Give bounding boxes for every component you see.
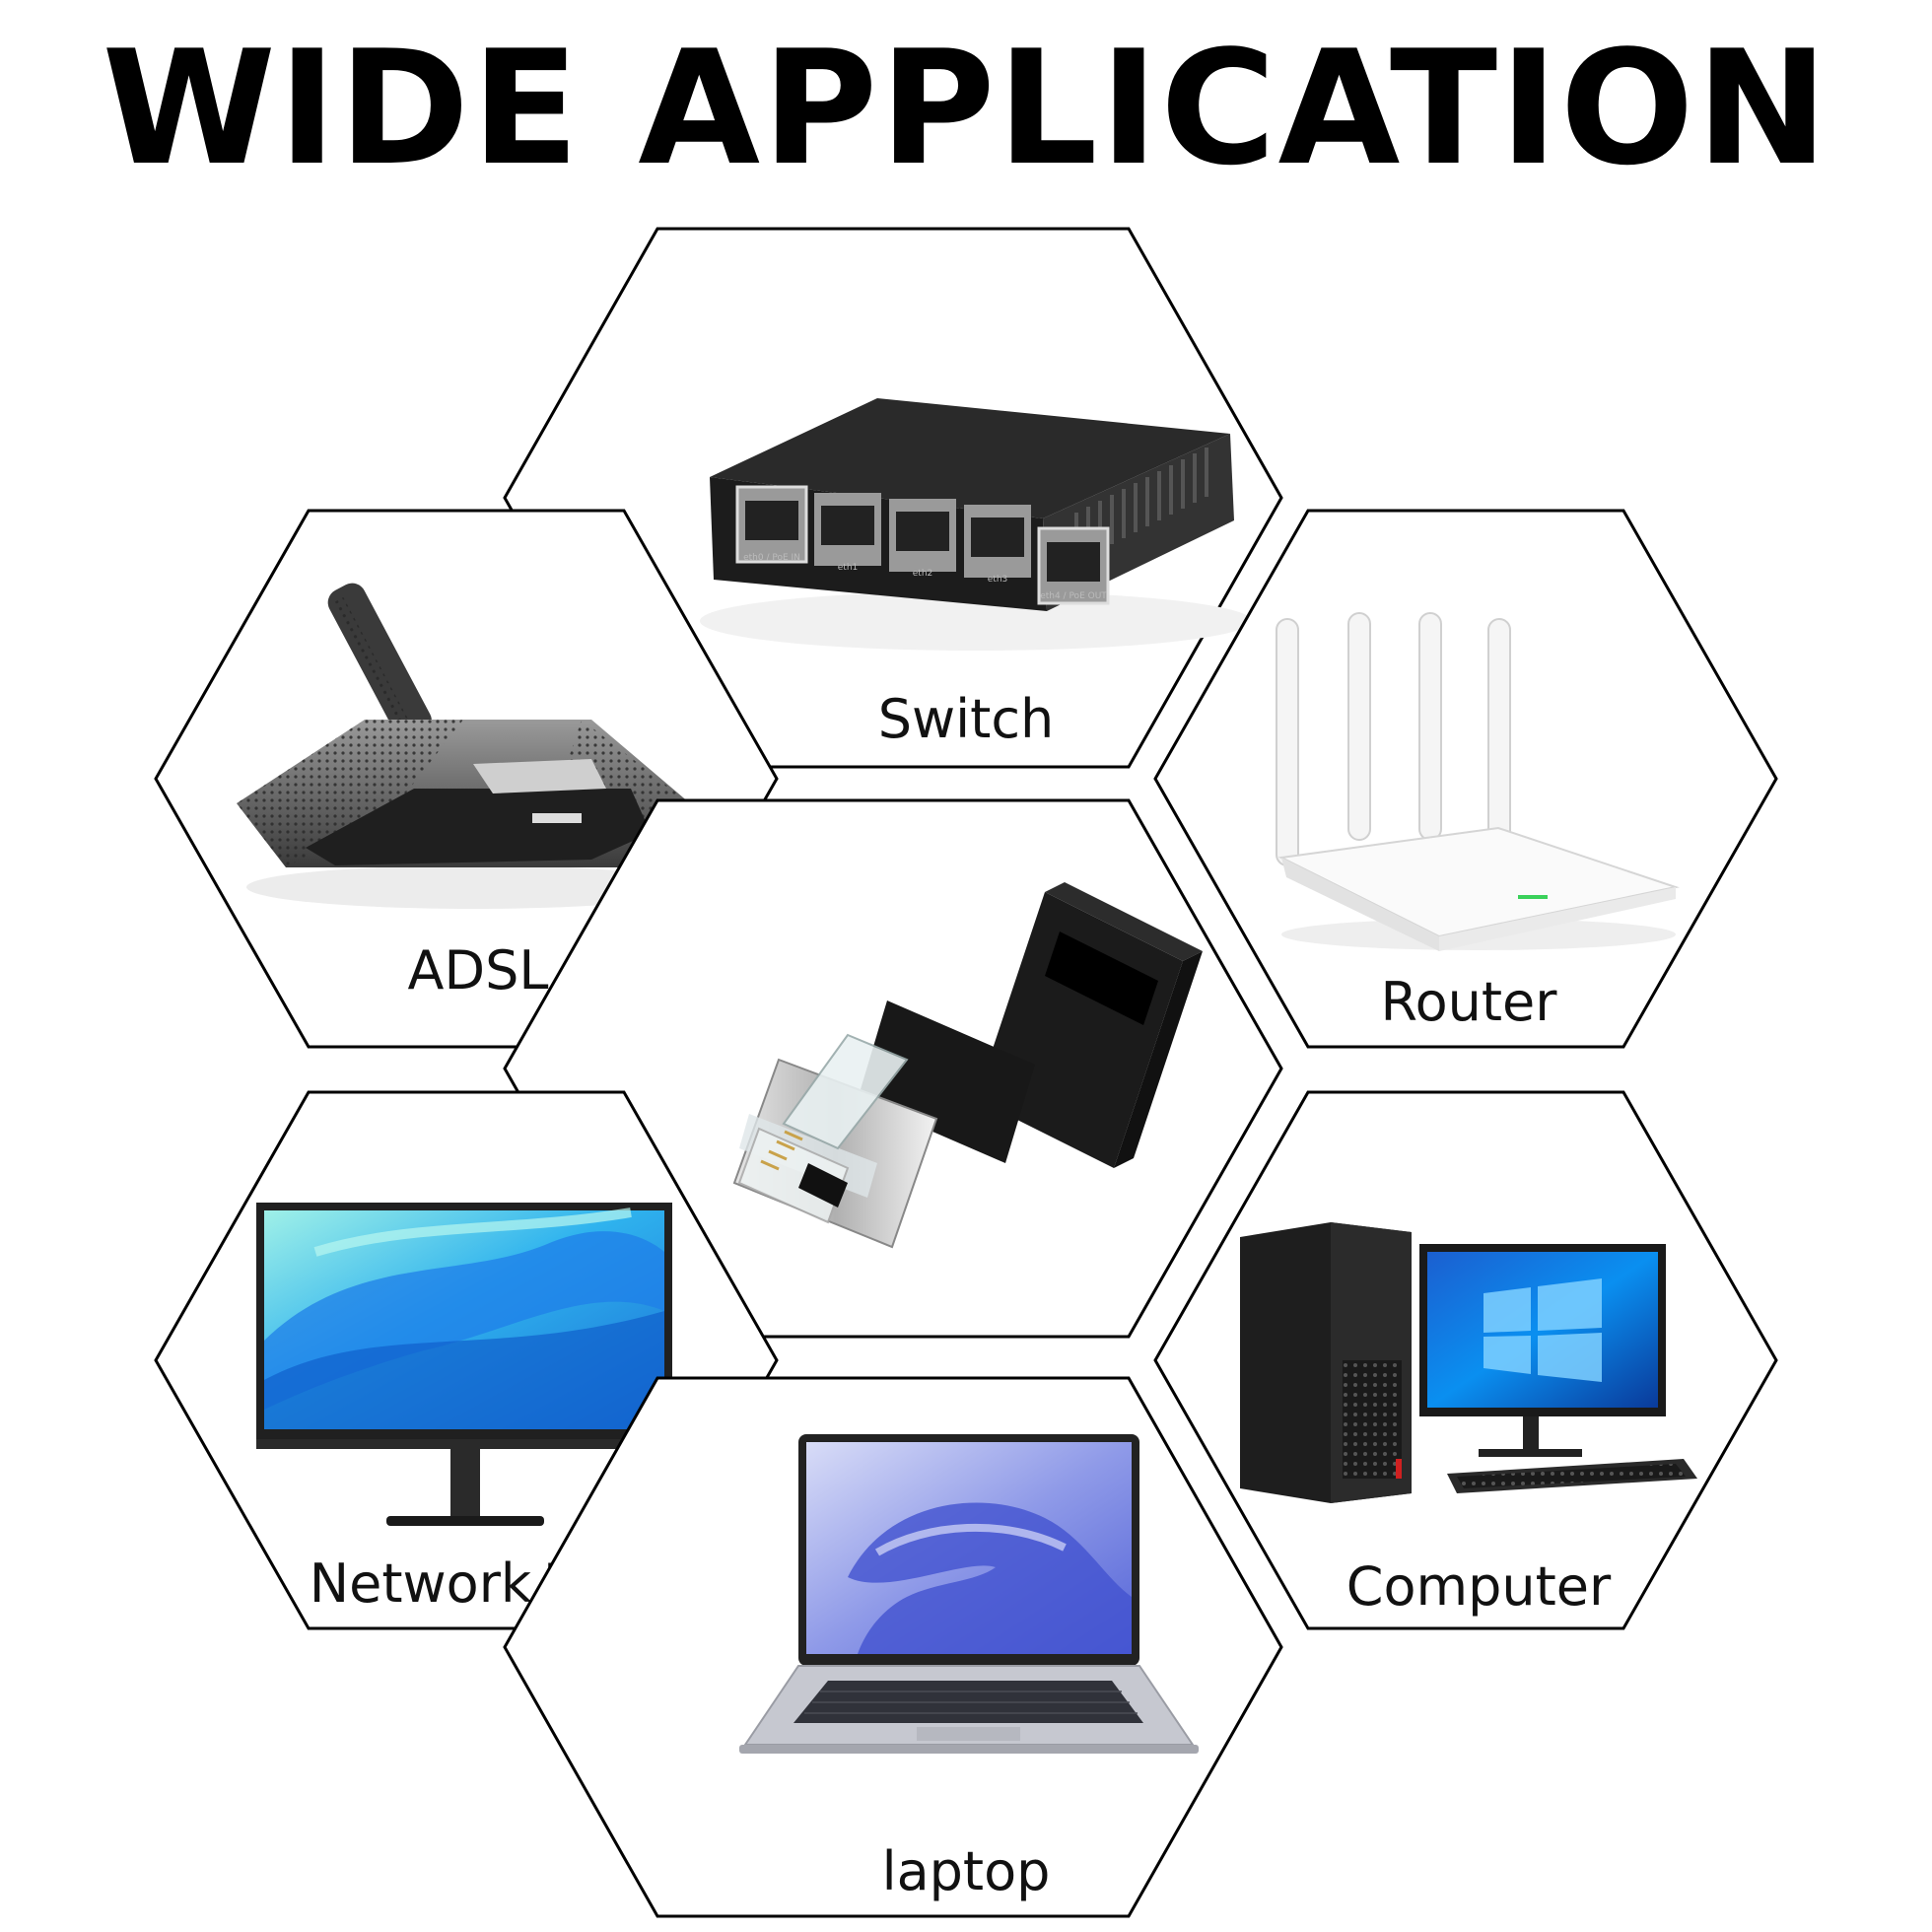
monitor-image (256, 1203, 672, 1526)
switch-port (735, 485, 808, 564)
switch-port-label: eth3 (988, 575, 1008, 585)
rj45-adapter-image (732, 882, 1203, 1249)
hex-adapter (503, 798, 1283, 1339)
application-label-computer: Computer (1346, 1555, 1612, 1618)
application-label-switch: Switch (878, 688, 1055, 750)
wifi-router-image (1276, 612, 1680, 951)
application-label-router: Router (1381, 971, 1558, 1033)
switch-port-label: eth4 / PoE OUT (1040, 591, 1107, 601)
hex-computer: Computer (1153, 1090, 1778, 1630)
laptop-image (739, 1434, 1199, 1754)
switch-port (814, 493, 881, 566)
switch-port (1037, 526, 1110, 605)
adsl-modem-image (237, 583, 700, 909)
switch-port-label: eth1 (838, 563, 859, 573)
desktop-computer-image (1240, 1222, 1697, 1503)
hex-switch: eth0 / PoE IN eth1 eth2 eth3 eth4 / PoE … (503, 227, 1283, 769)
hex-router: Router (1153, 509, 1778, 1049)
switch-port-label: eth2 (913, 569, 933, 579)
hex-laptop: laptop (503, 1376, 1283, 1918)
switch-port (964, 505, 1031, 578)
page-title: WIDE APPLICATION (102, 16, 1829, 200)
application-label-laptop: laptop (882, 1840, 1051, 1902)
switch-port-label: eth0 / PoE IN (743, 553, 800, 563)
network-switch-image: eth0 / PoE IN eth1 eth2 eth3 eth4 / PoE … (700, 398, 1252, 651)
application-label-adsl: ADSL (408, 939, 549, 1001)
switch-port (889, 499, 956, 572)
